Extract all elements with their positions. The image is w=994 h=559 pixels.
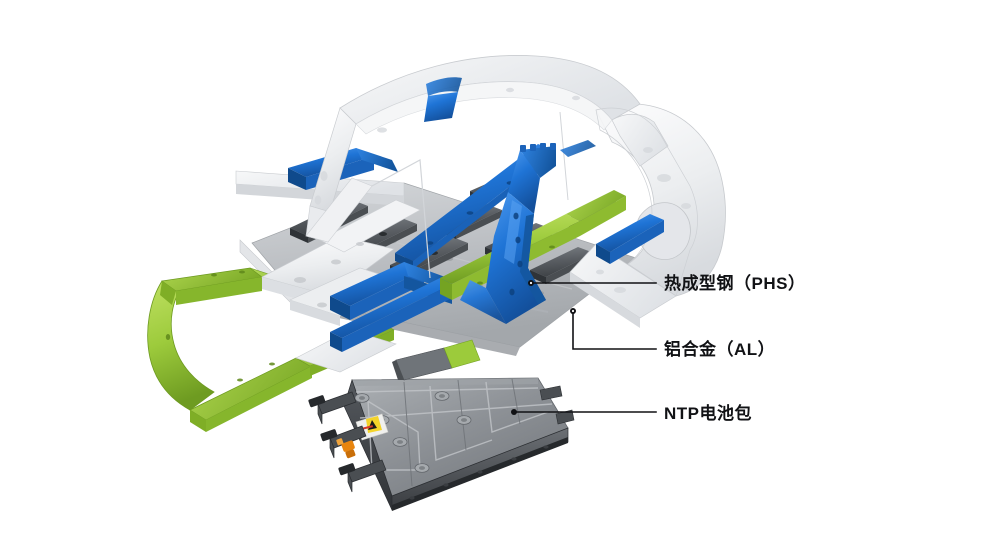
callout-label-phs: 热成型钢（PHS）	[664, 274, 806, 293]
b-pillar-hot-formed-steel	[460, 143, 556, 324]
leader-line-al	[572, 310, 657, 350]
roof-bow-steel	[424, 77, 462, 122]
callout-label-al: 铝合金（AL）	[664, 340, 776, 359]
anchor-dot-ntp	[511, 409, 517, 415]
callout-label-ntp: NTP电池包	[664, 404, 752, 423]
hv-connector	[336, 438, 356, 459]
body-in-white-shell	[305, 55, 726, 328]
callout-leader-lines	[513, 282, 657, 413]
ntp-battery-pack	[308, 339, 575, 511]
pack-to-body-interface	[392, 339, 481, 381]
rear-steel-members	[560, 140, 664, 264]
